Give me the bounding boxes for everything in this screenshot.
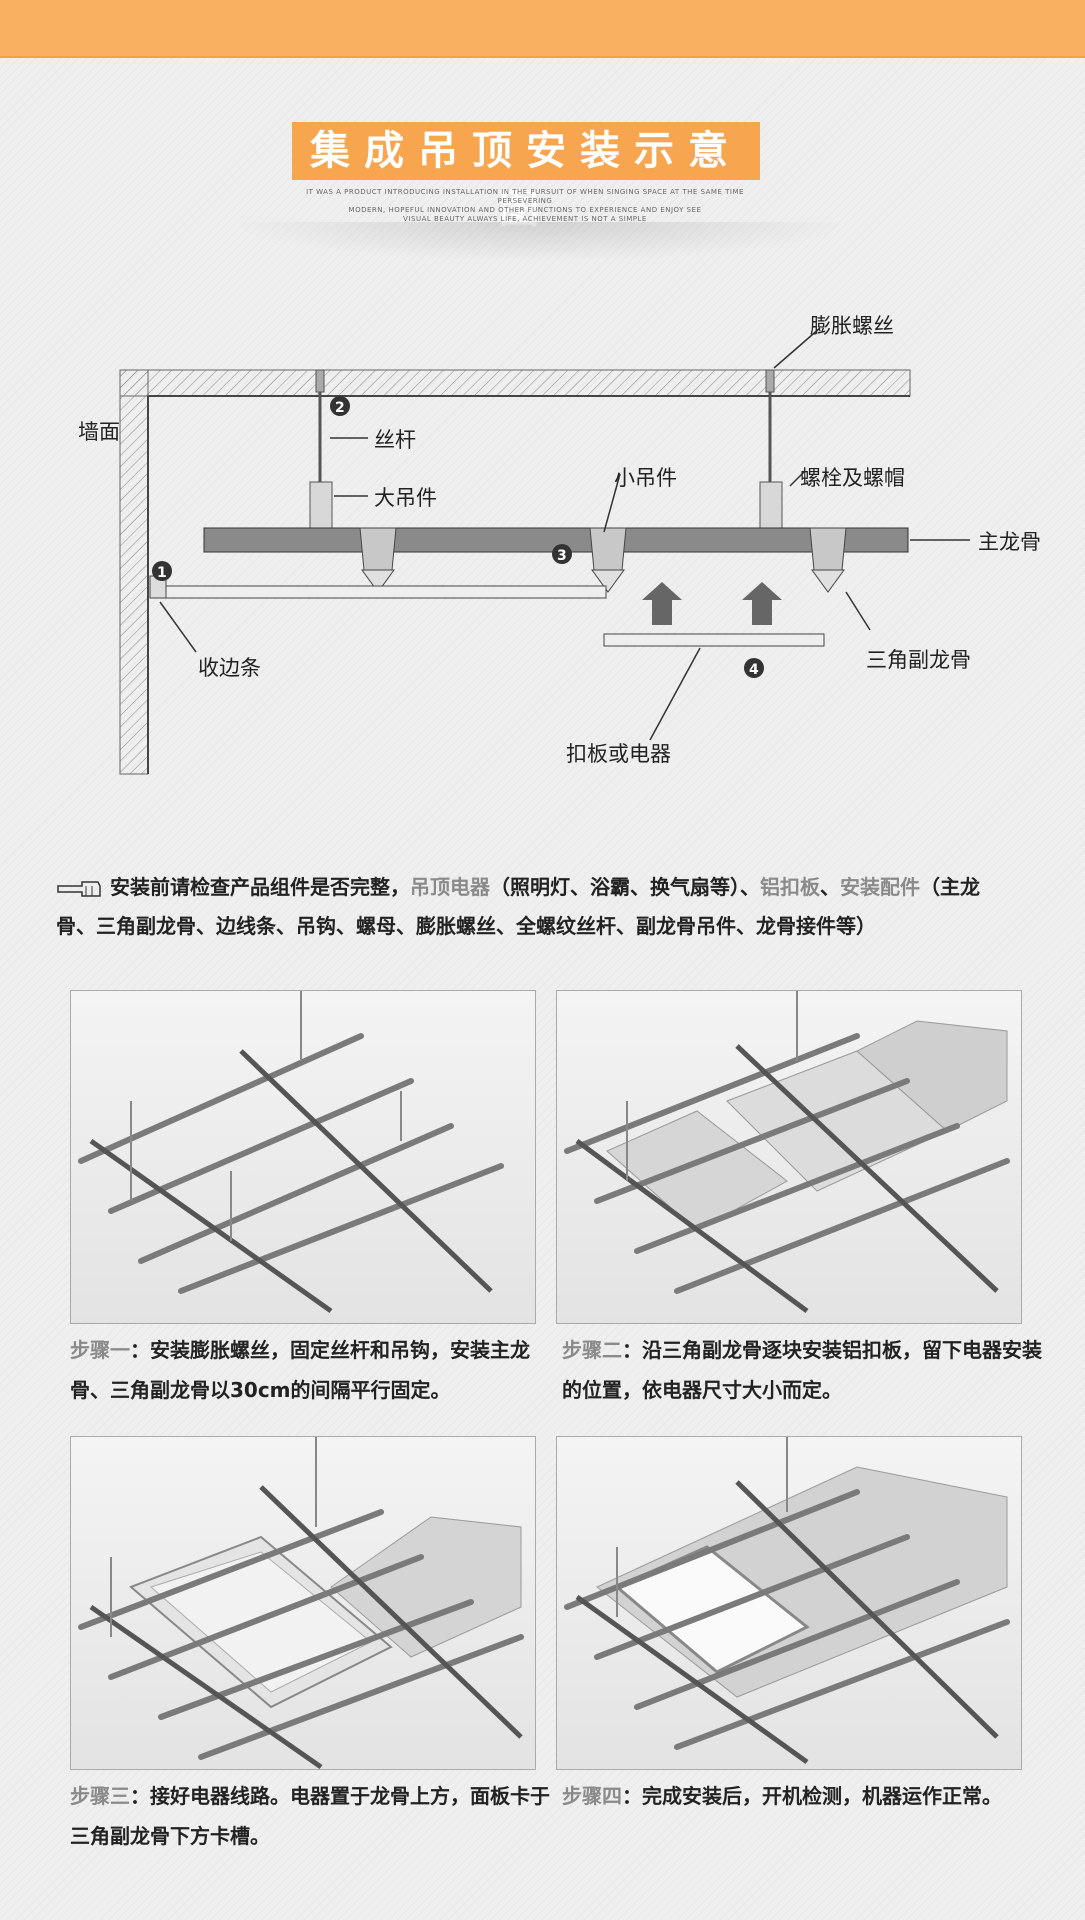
small-hanger-1 (359, 527, 397, 571)
intro-text: 、 (820, 875, 840, 899)
intro-highlight-appliance: 吊顶电器 (410, 875, 490, 899)
marker-3 (552, 544, 572, 564)
title-shadow (230, 222, 850, 262)
step-3-image (70, 1436, 536, 1770)
label-edge-strip: 收边条 (198, 656, 261, 680)
label-expansion-screw: 膨胀螺丝 (810, 314, 894, 338)
intro-highlight-panel: 铝扣板 (760, 875, 820, 899)
step-4-image (556, 1436, 1022, 1770)
marker-4-text: 4 (749, 662, 759, 678)
installation-diagram: 1 2 3 4 墙面 丝杆 大吊件 小吊件 膨胀螺丝 螺栓及螺帽 主龙骨 收边条… (0, 270, 1085, 810)
step-2-caption: 步骤二：沿三角副龙骨逐块安装铝扣板，留下电器安装的位置，依电器尺寸大小而定。 (562, 1330, 1042, 1410)
top-banner (0, 0, 1085, 58)
wall (119, 369, 149, 775)
label-big-hanger: 大吊件 (374, 486, 437, 510)
step-4-text: ：完成安装后，开机检测，机器运作正常。 (622, 1784, 1002, 1808)
intro-highlight-accessories: 安装配件 (840, 875, 920, 899)
small-hanger-3 (809, 527, 847, 571)
label-wall: 墙面 (78, 420, 120, 444)
step-2-text: ：沿三角副龙骨逐块安装铝扣板，留下电器安装的位置，依电器尺寸大小而定。 (562, 1338, 1042, 1402)
marker-2-text: 2 (335, 400, 345, 416)
title-subtitle: IT WAS A PRODUCT INTRODUCING INSTALLATIO… (300, 188, 750, 224)
step-1-image (70, 990, 536, 1324)
intro-text: （照明灯、浴霸、换气扇等）、 (490, 875, 760, 899)
page-title: 集成吊顶安装示意图 (292, 122, 760, 232)
pointing-hand-icon (57, 880, 101, 897)
step-3-text: ：接好电器线路。电器置于龙骨上方，面板卡于三角副龙骨下方卡槽。 (70, 1784, 550, 1848)
step-3-label: 步骤三 (70, 1784, 130, 1808)
ceiling-slab (119, 369, 911, 397)
label-rod: 丝杆 (374, 428, 416, 452)
step-4-caption: 步骤四：完成安装后，开机检测，机器运作正常。 (562, 1776, 1042, 1816)
intro-text: 安装前请检查产品组件是否完整， (110, 875, 410, 899)
step-1-text: ：安装膨胀螺丝，固定丝杆和吊钩，安装主龙骨、三角副龙骨以30cm的间隔平行固定。 (70, 1338, 530, 1402)
arrow-up-icon (642, 582, 682, 625)
step-2-image (556, 990, 1022, 1324)
diagram-drawing: 1 2 3 4 (119, 327, 970, 775)
marker-4 (744, 658, 764, 678)
step-3-caption: 步骤三：接好电器线路。电器置于龙骨上方，面板卡于三角副龙骨下方卡槽。 (70, 1776, 550, 1856)
subtitle-line: IT WAS A PRODUCT INTRODUCING INSTALLATIO… (306, 188, 744, 205)
triangle-keel-1 (361, 569, 395, 593)
intro-paragraph: 安装前请检查产品组件是否完整，吊顶电器（照明灯、浴霸、换气扇等）、铝扣板、安装配… (56, 868, 1016, 946)
marker-3-text: 3 (557, 548, 567, 564)
label-main-keel: 主龙骨 (978, 530, 1041, 554)
marker-2 (330, 396, 350, 416)
label-panel-or-appliance: 扣板或电器 (566, 742, 671, 766)
subtitle-line: VISUAL BEAUTY ALWAYS LIFE, ACHIEVEMENT I… (403, 215, 647, 223)
step-2-label: 步骤二 (562, 1338, 622, 1362)
edge-strip (149, 585, 607, 599)
small-hanger-2 (589, 527, 627, 571)
marker-1 (152, 561, 172, 581)
triangle-keel-3 (811, 569, 845, 593)
label-bolt-nut: 螺栓及螺帽 (800, 466, 905, 490)
step-1-label: 步骤一 (70, 1338, 130, 1362)
step-1-caption: 步骤一：安装膨胀螺丝，固定丝杆和吊钩，安装主龙骨、三角副龙骨以30cm的间隔平行… (70, 1330, 550, 1410)
intro-text: （主龙骨、三角副龙骨、边线条、吊钩、螺母、膨胀螺丝、全螺纹丝杆、副龙骨吊件、龙骨… (56, 875, 980, 938)
marker-1-text: 1 (157, 565, 167, 581)
step-4-label: 步骤四 (562, 1784, 622, 1808)
label-triangle-keel: 三角副龙骨 (866, 648, 971, 672)
subtitle-line: MODERN, HOPEFUL INNOVATION AND OTHER FUN… (348, 206, 702, 214)
panel (603, 633, 825, 647)
triangle-keel-2 (591, 569, 625, 593)
arrow-up-icon (742, 582, 782, 625)
label-small-hanger: 小吊件 (614, 466, 677, 490)
